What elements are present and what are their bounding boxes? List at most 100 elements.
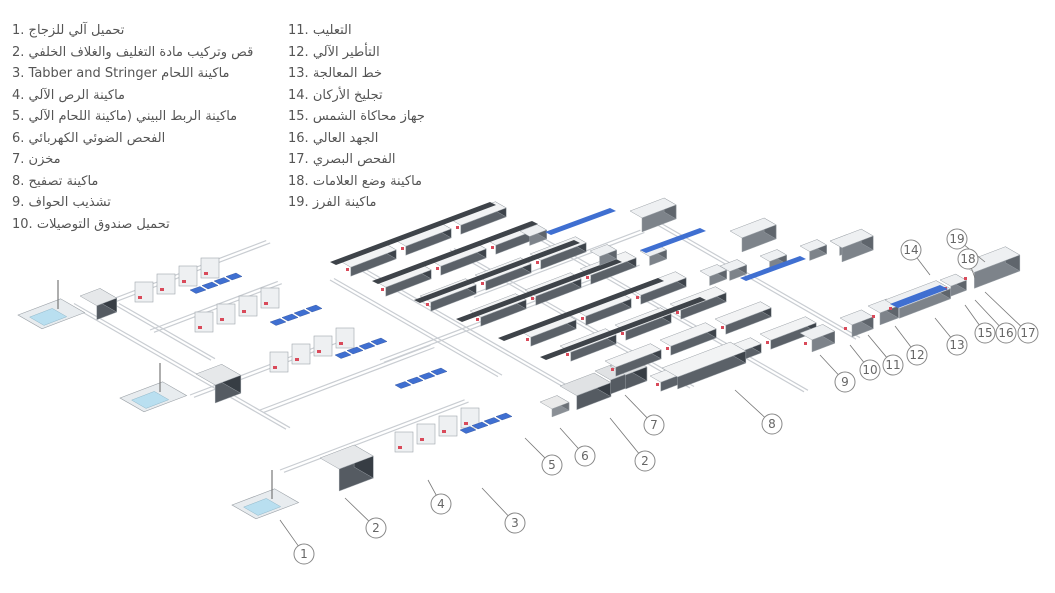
- callout-circle: [574, 445, 596, 467]
- machine-top: [79, 288, 118, 306]
- legend-item-13: 13. خط المعالجة: [288, 66, 382, 81]
- callout-14: 14: [900, 239, 922, 261]
- legend-item-15: 15. جهاز محاكاة الشمس: [288, 109, 425, 124]
- legend-item-18: 18. ماكينة وضع العلامات: [288, 173, 423, 189]
- legend-item-8: 8. ماكينة تصفيح: [12, 173, 99, 189]
- callout-15: 15: [974, 322, 996, 344]
- callout-number: 19: [949, 232, 964, 246]
- status-light: [220, 318, 224, 321]
- status-light: [456, 226, 459, 229]
- conveyor-rail: [118, 302, 216, 360]
- status-light: [611, 368, 614, 371]
- status-light: [676, 311, 679, 314]
- status-light: [398, 446, 402, 449]
- leader-line: [609, 417, 639, 454]
- cell-tray: [293, 309, 311, 317]
- status-light: [204, 272, 208, 275]
- laminator: [659, 322, 717, 356]
- framing-table: [740, 256, 806, 281]
- cell-tray: [281, 313, 299, 322]
- cell-tray: [189, 286, 207, 294]
- laminator: [604, 343, 662, 377]
- legend-item-7: 7. مخزن: [12, 152, 61, 167]
- status-light: [381, 288, 384, 291]
- callout-number: 9: [841, 375, 849, 389]
- laminator: [374, 263, 432, 297]
- callout-number: 7: [650, 418, 658, 432]
- lamination-conveyor: [372, 221, 538, 284]
- callout-2: 2: [365, 517, 387, 539]
- machine-top: [729, 217, 777, 239]
- callout-circle: [882, 354, 904, 376]
- legend-item-11: 11. التعليب: [288, 23, 352, 38]
- status-light: [242, 310, 246, 313]
- conveyor-rail: [149, 280, 279, 331]
- cell-tray: [358, 342, 376, 350]
- status-light: [721, 326, 724, 329]
- status-light: [420, 438, 424, 441]
- machine-top: [629, 197, 677, 219]
- conveyor-rail: [69, 304, 287, 430]
- status-light: [182, 280, 186, 283]
- conveyor-rail: [114, 304, 212, 361]
- lamination-conveyor: [498, 278, 664, 341]
- status-light: [491, 246, 494, 249]
- legend-item-1: 1. تحميل آلي للزجاج: [12, 23, 125, 38]
- stringer-unit: [291, 343, 311, 365]
- cell-tray: [483, 417, 501, 425]
- laminator: [339, 243, 397, 277]
- status-light: [889, 307, 892, 310]
- glass-sheet: [29, 308, 68, 326]
- stringer-cell: [194, 287, 280, 333]
- upper-station: [589, 244, 618, 266]
- callout-number: 2: [641, 454, 649, 468]
- callout-circle: [900, 239, 922, 261]
- stringer-unit: [416, 423, 436, 445]
- upper-station: [519, 224, 548, 246]
- callout-12: 12: [906, 344, 928, 366]
- callout-number: 8: [768, 417, 776, 431]
- machines: [17, 197, 1021, 520]
- lamination-conveyor: [414, 240, 580, 303]
- conveyor-rail: [543, 237, 809, 391]
- machine-top: [519, 224, 548, 237]
- status-light: [536, 261, 539, 264]
- storage-unit: [559, 372, 612, 411]
- callout-number: 15: [977, 326, 992, 340]
- legend-item-12: 12. التأطير الآلي: [288, 44, 380, 60]
- cell-tray: [269, 318, 287, 326]
- callout-number: 18: [960, 252, 975, 266]
- callout-number: 3: [511, 516, 519, 530]
- callout-8: 8: [761, 413, 783, 435]
- upper-station: [799, 239, 828, 261]
- cell-tray: [225, 272, 243, 281]
- leader-line: [819, 354, 839, 375]
- callout-circle: [293, 543, 315, 565]
- machine-top: [829, 228, 874, 249]
- callout-18: 18: [957, 248, 979, 270]
- conveyor-rail: [283, 401, 469, 473]
- callout-number: 10: [862, 363, 877, 377]
- machine-top: [195, 364, 242, 386]
- callout-number: 6: [581, 449, 589, 463]
- callout-4: 4: [430, 493, 452, 515]
- leader-line: [971, 268, 976, 279]
- legend-item-4: 4. ماكينة الرص الآلي: [12, 87, 126, 103]
- cell-tray: [406, 376, 424, 385]
- backend-station: [939, 273, 967, 297]
- machine-top: [714, 301, 772, 326]
- status-light: [295, 358, 299, 361]
- callout-circle: [974, 322, 996, 344]
- leader-line: [344, 497, 370, 522]
- cell-tray: [418, 372, 436, 380]
- glass-loader: [119, 363, 188, 413]
- leader-line: [964, 304, 980, 326]
- upper-station: [699, 264, 728, 286]
- status-light: [666, 347, 669, 350]
- cell-tray: [430, 367, 448, 376]
- legend-item-5: 5. ماكينة الربط البيني (ماكينة اللحام ال…: [12, 109, 238, 124]
- callout-number: 11: [885, 358, 900, 372]
- leader-line: [624, 394, 648, 419]
- machine-top: [659, 322, 717, 347]
